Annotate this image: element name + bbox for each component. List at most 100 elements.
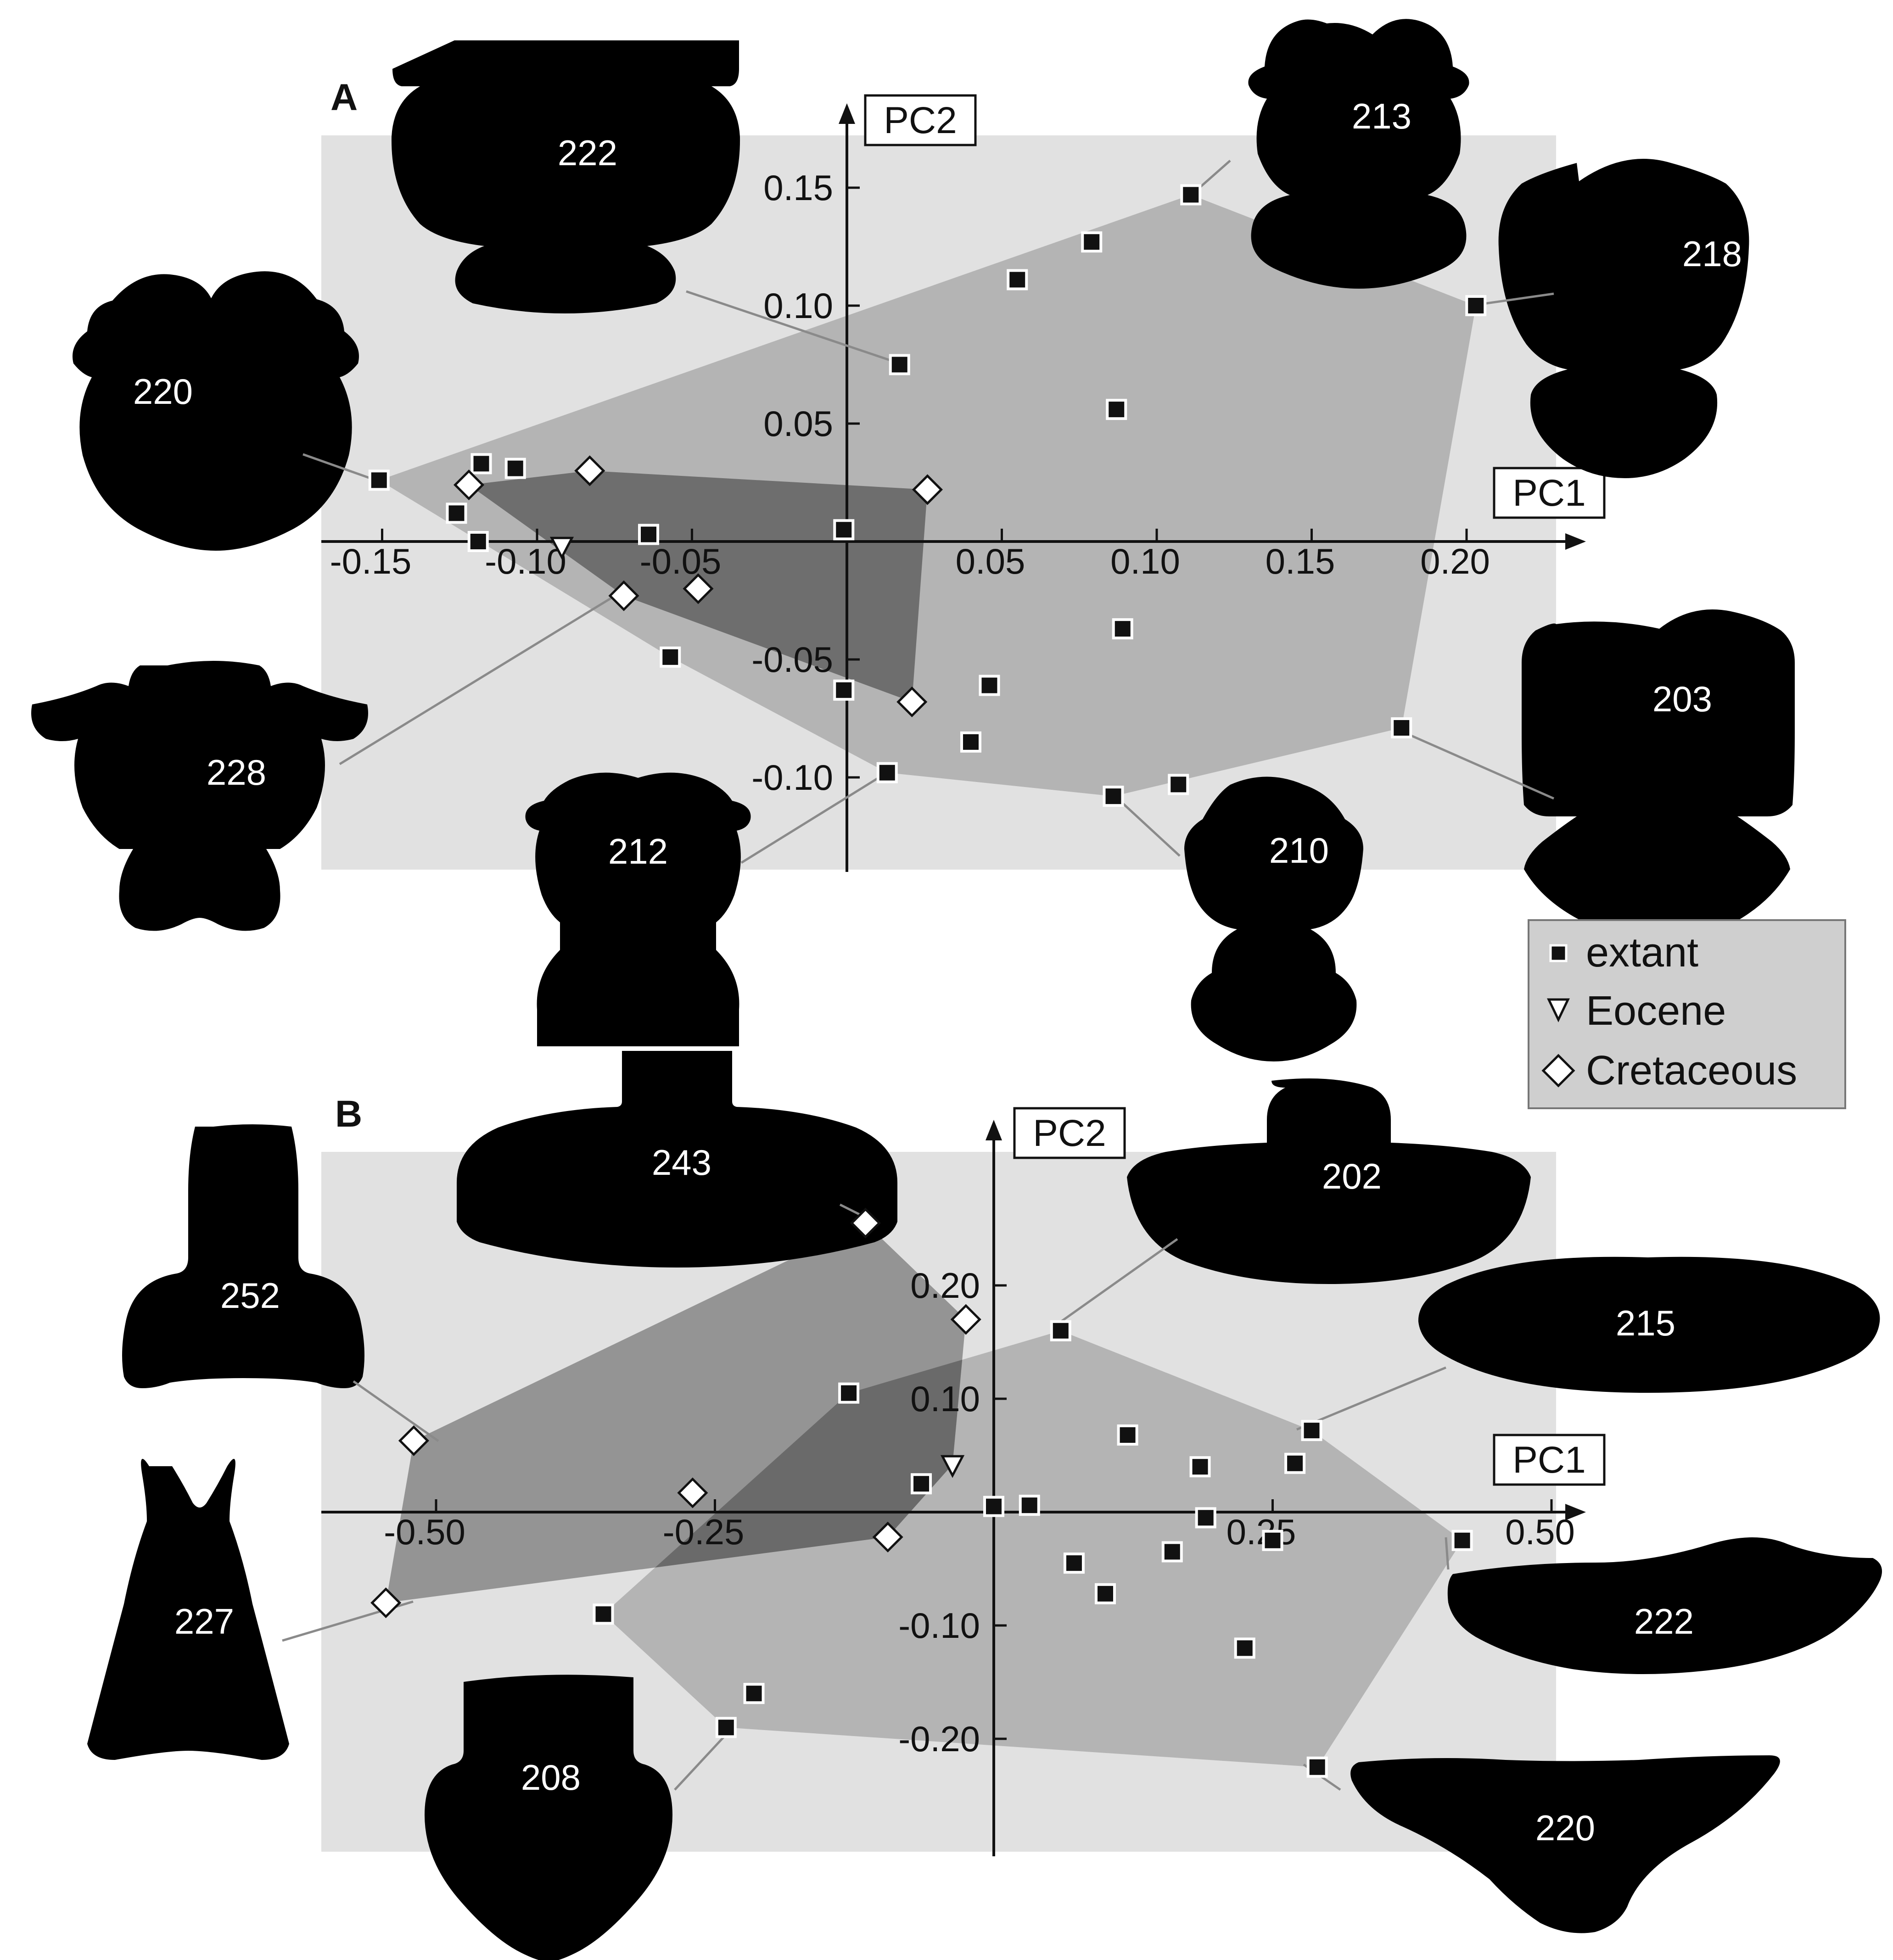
point-extant <box>1019 1495 1040 1516</box>
svg-text:228: 228 <box>207 752 266 793</box>
panel-a-x-axis-title: PC1 <box>1493 467 1606 519</box>
point-extant <box>1306 1756 1328 1778</box>
point-cretaceous <box>677 1477 708 1508</box>
y-tick-label: 0.20 <box>910 1265 980 1306</box>
y-tick-label: 0.10 <box>763 285 833 326</box>
point-extant <box>911 1473 932 1495</box>
cranial-shape-icon <box>1350 1755 1780 1933</box>
point-extant <box>979 675 1000 696</box>
svg-text:203: 203 <box>1652 679 1712 719</box>
x-tick-label: -0.25 <box>663 1512 745 1552</box>
cranial-shape-icon <box>87 1459 289 1760</box>
point-extant <box>1081 231 1103 253</box>
panel-b-x-axis-title: PC1 <box>1493 1434 1606 1486</box>
point-extant <box>1063 1552 1085 1574</box>
point-extant <box>715 1717 737 1738</box>
y-tick-label: 0.15 <box>763 168 833 208</box>
point-cretaceous <box>950 1304 981 1335</box>
panel-b-y-axis-title: PC2 <box>1013 1107 1126 1159</box>
shape-silhouette-243: 243 <box>457 1051 897 1268</box>
svg-text:220: 220 <box>1535 1808 1595 1848</box>
point-extant <box>1103 786 1124 807</box>
svg-text:243: 243 <box>652 1142 711 1183</box>
shape-silhouette-203: 203 <box>1522 609 1795 940</box>
svg-text:213: 213 <box>1352 96 1411 136</box>
cranial-shape-icon <box>1522 609 1795 940</box>
panel-a-y-axis-title: PC2 <box>864 94 977 146</box>
x-tick-label: 0.15 <box>1266 541 1335 581</box>
point-extant <box>1465 295 1487 316</box>
point-cretaceous <box>683 573 714 604</box>
panel-b-x-axis-arrow <box>1565 1504 1586 1520</box>
shape-silhouette-202: 202 <box>1127 1078 1531 1284</box>
y-tick-label: -0.10 <box>898 1605 980 1646</box>
point-extant <box>470 453 492 475</box>
svg-text:252: 252 <box>220 1275 280 1316</box>
point-extant <box>593 1603 614 1625</box>
point-extant <box>1262 1530 1283 1551</box>
panel-a-leader-lines <box>302 160 1555 864</box>
cranial-shape-icon <box>425 1675 672 1960</box>
shape-silhouette-218: 218 <box>1498 159 1749 478</box>
panel-a-points <box>368 184 1487 807</box>
cranial-shape-icon <box>122 1124 364 1388</box>
svg-text:PC1: PC1 <box>1512 1439 1586 1481</box>
point-extant <box>876 762 898 783</box>
shape-silhouette-220-a: 220 <box>73 271 359 551</box>
x-tick-label: 0.25 <box>1227 1512 1296 1552</box>
point-extant <box>1301 1420 1322 1441</box>
svg-text:PC2: PC2 <box>1033 1112 1106 1154</box>
shape-silhouette-208: 208 <box>425 1675 672 1960</box>
point-extant <box>1106 399 1127 420</box>
shape-silhouette-220-b: 220 <box>1350 1755 1780 1933</box>
y-tick-label: -0.20 <box>898 1719 980 1759</box>
x-tick-label: 0.20 <box>1420 541 1490 581</box>
svg-text:extant: extant <box>1586 930 1698 976</box>
svg-text:Cretaceous: Cretaceous <box>1586 1048 1797 1094</box>
y-tick-label: -0.10 <box>751 757 833 798</box>
shape-silhouette-252: 252 <box>122 1124 364 1388</box>
x-tick-label: -0.50 <box>384 1512 465 1552</box>
point-extant <box>638 524 659 545</box>
shape-silhouette-228: 228 <box>31 661 368 931</box>
point-extant <box>1168 774 1189 795</box>
shape-silhouette-213: 213 <box>1248 19 1469 289</box>
point-extant <box>368 469 390 491</box>
svg-text:210: 210 <box>1269 830 1329 871</box>
cranial-shape-icon <box>457 1051 897 1268</box>
cranial-shape-icon <box>1127 1078 1531 1284</box>
point-extant <box>660 646 681 668</box>
cranial-shape-icon <box>525 772 751 1046</box>
cranial-shape-icon <box>1447 1537 1882 1674</box>
cranial-shape-icon <box>391 40 740 313</box>
shape-silhouette-222: 222 <box>391 40 740 313</box>
point-extant <box>1451 1530 1473 1551</box>
point-extant <box>1189 1456 1211 1478</box>
x-tick-label: 0.10 <box>1110 541 1180 581</box>
point-extant <box>983 1496 1004 1517</box>
point-extant <box>833 679 855 701</box>
svg-text:220: 220 <box>133 371 193 412</box>
cranial-shape-icon <box>31 661 368 931</box>
svg-text:PC2: PC2 <box>884 100 957 141</box>
point-extant <box>838 1382 860 1404</box>
point-extant <box>504 458 526 479</box>
point-extant <box>1195 1507 1216 1529</box>
legend-item-cretaceous: Cretaceous <box>1541 1048 1797 1094</box>
point-cretaceous <box>453 469 485 501</box>
cranial-shape-icon <box>1184 776 1363 1061</box>
svg-text:215: 215 <box>1616 1303 1675 1343</box>
point-extant <box>743 1683 765 1704</box>
panel-b-points <box>370 1207 1473 1778</box>
shape-silhouette-227: 227 <box>87 1459 289 1760</box>
panel-b-label: B <box>335 1093 362 1135</box>
svg-text:222: 222 <box>558 133 617 173</box>
shape-silhouette-212: 212 <box>525 772 751 1046</box>
panel-a-label: A <box>330 77 358 118</box>
point-extant <box>467 531 489 552</box>
shape-silhouette-215: 215 <box>1418 1256 1880 1393</box>
